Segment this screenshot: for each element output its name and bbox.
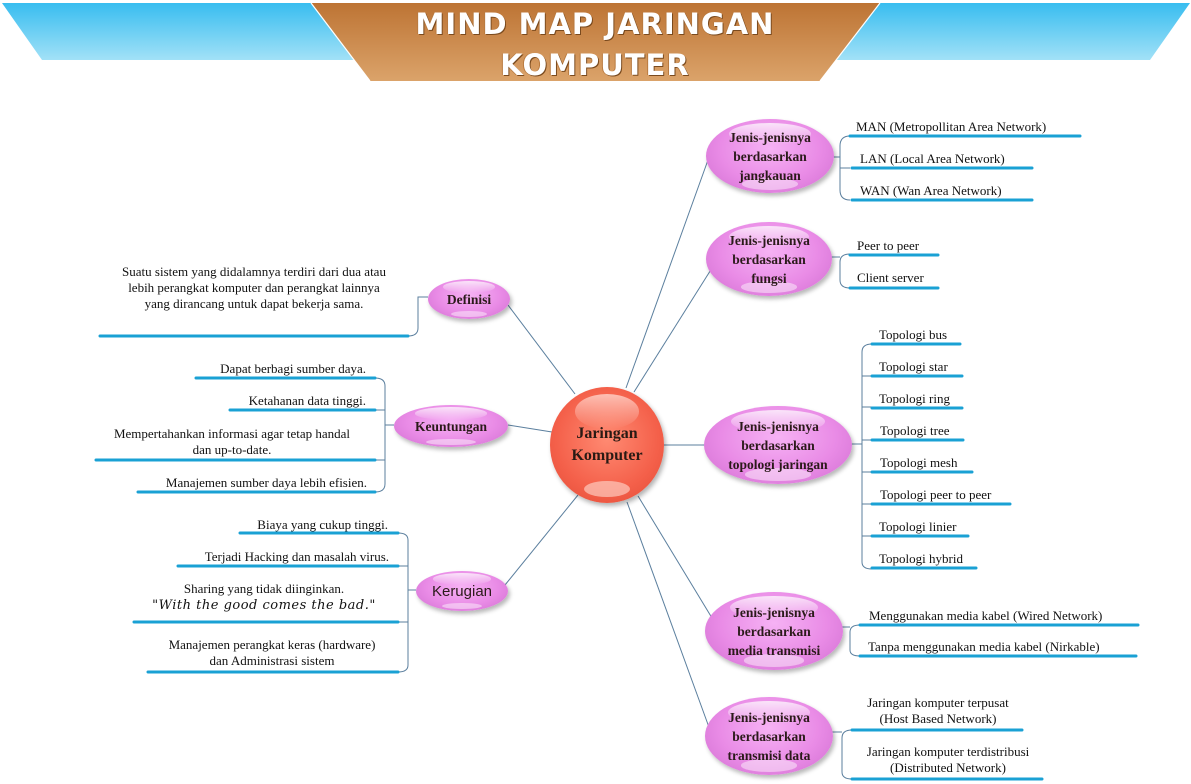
- node-topologi-line-3: topologi jaringan: [728, 456, 828, 472]
- leaf-topologi-bus: Topologi bus: [879, 327, 948, 342]
- node-kerugian[interactable]: Kerugian: [416, 571, 508, 611]
- node-jenis-jangkauan[interactable]: Jenis-jenisnya berdasarkan jangkauan: [706, 119, 834, 193]
- title-line-1: MIND MAP JARINGAN: [415, 7, 775, 41]
- leaf-mempertahankan-informasi: Mempertahankan informasi agar tetap hand…: [94, 426, 370, 458]
- central-node-line-1: Jaringan: [576, 425, 638, 442]
- leaf-host-based-line-2: (Host Based Network): [879, 711, 997, 726]
- leaf-manajemen-sumber-daya: Manajemen sumber daya lebih efisien.: [165, 475, 367, 490]
- node-fungsi-line-3: fungsi: [751, 270, 787, 286]
- node-data-line-3: transmisi data: [727, 747, 811, 763]
- node-jenis-media-transmisi[interactable]: Jenis-jenisnya berdasarkan media transmi…: [705, 592, 843, 670]
- leaf-man: MAN (Metropollitan Area Network): [856, 119, 1047, 134]
- leaf-distributed-line-1: Jaringan komputer terdistribusi: [866, 744, 1030, 759]
- leaf-topologi-tree: Topologi tree: [880, 423, 950, 438]
- leaf-topologi-ring: Topologi ring: [879, 391, 950, 406]
- leaf-distributed-network: Jaringan komputer terdistribusi (Distrib…: [852, 744, 1044, 776]
- leaf-sharing-tidak-diinginkan: Sharing yang tidak diinginkan. "With the…: [132, 581, 396, 614]
- sharing-quote: "With the good comes the bad.": [152, 598, 376, 613]
- central-node-jaringan-komputer[interactable]: Jaringan Komputer: [550, 387, 664, 503]
- leaf-berbagi-sumber-daya: Dapat berbagi sumber daya.: [220, 361, 366, 376]
- leaf-topologi-linier: Topologi linier: [879, 519, 957, 534]
- node-media-line-2: berdasarkan: [737, 623, 811, 639]
- node-fungsi-line-2: berdasarkan: [732, 251, 806, 267]
- leaf-host-based-line-1: Jaringan komputer terpusat: [867, 695, 1009, 710]
- node-data-line-2: berdasarkan: [732, 728, 806, 744]
- node-fungsi-line-1: Jenis-jenisnya: [728, 232, 810, 248]
- node-jenis-transmisi-data[interactable]: Jenis-jenisnya berdasarkan transmisi dat…: [705, 697, 833, 775]
- manajemen-hardware-line-1: Manajemen perangkat keras (hardware): [168, 637, 376, 652]
- leaf-biaya-tinggi: Biaya yang cukup tinggi.: [257, 517, 388, 532]
- page-title: MIND MAP JARINGAN KOMPUTER: [400, 4, 790, 86]
- node-definisi-label: Definisi: [446, 291, 492, 307]
- leaf-distributed-line-2: (Distributed Network): [890, 760, 1006, 775]
- leaf-wan: WAN (Wan Area Network): [860, 183, 1002, 198]
- node-jenis-fungsi[interactable]: Jenis-jenisnya berdasarkan fungsi: [706, 222, 832, 296]
- leaf-definisi-text: Suatu sistem yang didalamnya terdiri dar…: [100, 264, 408, 312]
- node-definisi[interactable]: Definisi: [428, 279, 510, 319]
- leaf-topologi-peer-to-peer: Topologi peer to peer: [880, 487, 992, 502]
- mempertahankan-line-1: Mempertahankan informasi agar tetap hand…: [113, 426, 351, 441]
- leaf-topologi-hybrid: Topologi hybrid: [879, 551, 963, 566]
- node-jangkauan-line-1: Jenis-jenisnya: [729, 129, 811, 145]
- manajemen-hardware-line-2: dan Administrasi sistem: [209, 653, 335, 668]
- node-jangkauan-line-2: berdasarkan: [733, 148, 807, 164]
- leaf-ketahanan-data: Ketahanan data tinggi.: [248, 393, 366, 408]
- leaf-peer-to-peer: Peer to peer: [857, 238, 920, 253]
- leaf-manajemen-hardware: Manajemen perangkat keras (hardware) dan…: [146, 637, 398, 669]
- leaf-topologi-star: Topologi star: [879, 359, 948, 374]
- definisi-line-3: yang dirancang untuk dapat bekerja sama.: [144, 296, 364, 311]
- sharing-line-1: Sharing yang tidak diinginkan.: [183, 581, 345, 596]
- central-node-line-2: Komputer: [571, 447, 643, 464]
- mempertahankan-line-2: dan up-to-date.: [192, 442, 272, 457]
- title-banner: [2, 2, 1190, 82]
- node-jenis-topologi[interactable]: Jenis-jenisnya berdasarkan topologi jari…: [704, 406, 852, 484]
- node-media-line-3: media transmisi: [727, 642, 821, 658]
- title-line-2: KOMPUTER: [500, 48, 690, 82]
- node-keuntungan-label: Keuntungan: [414, 418, 488, 434]
- node-kerugian-label: Kerugian: [431, 582, 493, 600]
- leaf-nirkable: Tanpa menggunakan media kabel (Nirkable): [868, 639, 1100, 654]
- leaf-wired-network: Menggunakan media kabel (Wired Network): [869, 608, 1103, 623]
- definisi-line-1: Suatu sistem yang didalamnya terdiri dar…: [122, 264, 386, 279]
- node-jangkauan-line-3: jangkauan: [739, 167, 801, 183]
- node-data-line-1: Jenis-jenisnya: [728, 709, 810, 725]
- leaf-topologi-mesh: Topologi mesh: [880, 455, 958, 470]
- leaf-lan: LAN (Local Area Network): [860, 151, 1005, 166]
- node-topologi-line-1: Jenis-jenisnya: [737, 418, 819, 434]
- leaf-host-based-network: Jaringan komputer terpusat (Host Based N…: [852, 695, 1024, 727]
- leaf-hacking-virus: Terjadi Hacking dan masalah virus.: [204, 549, 389, 564]
- node-media-line-1: Jenis-jenisnya: [733, 604, 815, 620]
- leaf-client-server: Client server: [857, 270, 924, 285]
- definisi-line-2: lebih perangkat komputer dan perangkat l…: [128, 280, 380, 295]
- node-topologi-line-2: berdasarkan: [741, 437, 815, 453]
- node-keuntungan[interactable]: Keuntungan: [394, 405, 508, 447]
